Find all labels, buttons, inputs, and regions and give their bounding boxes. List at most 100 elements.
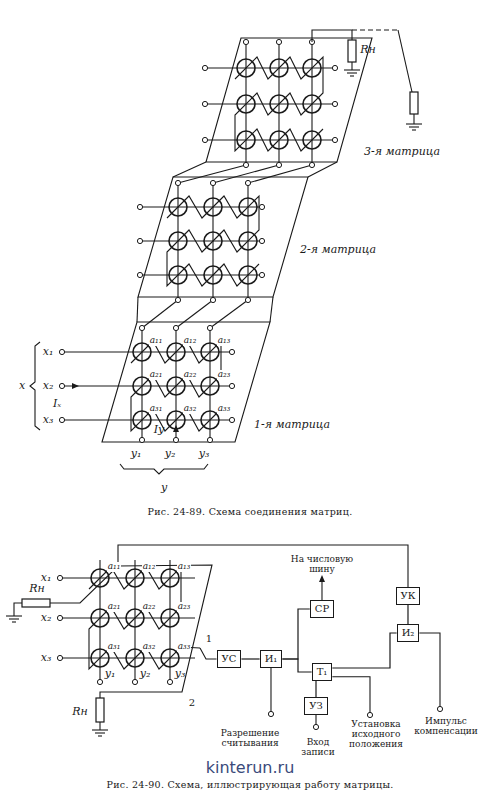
terminal bbox=[57, 655, 62, 660]
core-label: a₃₃ bbox=[177, 642, 192, 652]
ferrite-core bbox=[204, 198, 222, 216]
ground-symbol bbox=[92, 729, 108, 730]
wire bbox=[312, 30, 352, 42]
signal-name: x₃ bbox=[41, 652, 52, 664]
core-label: a₁₃ bbox=[177, 562, 192, 572]
signal-name: x₃ bbox=[43, 414, 54, 426]
column-wire bbox=[209, 328, 210, 440]
current-label: Iy bbox=[154, 424, 165, 436]
ground-symbol bbox=[347, 72, 357, 73]
row-wire bbox=[62, 351, 232, 352]
ferrite-core bbox=[169, 232, 187, 250]
interconnect-wire bbox=[308, 162, 337, 177]
sense-winding bbox=[235, 57, 323, 151]
resistor-symbol bbox=[22, 599, 50, 607]
ferrite-core bbox=[237, 131, 255, 149]
terminal bbox=[167, 679, 172, 684]
logic-block: Т₁ bbox=[312, 663, 333, 681]
core-label: a₁₃ bbox=[217, 336, 232, 346]
signal-name: y₂ bbox=[140, 668, 151, 680]
figure-caption: Рис. 24-90. Схема, иллюстрирующая работу… bbox=[106, 780, 393, 790]
signal-name: x₁ bbox=[43, 346, 54, 358]
terminal bbox=[210, 297, 215, 302]
ferrite-core bbox=[303, 131, 321, 149]
terminal bbox=[268, 711, 273, 716]
terminal bbox=[202, 65, 207, 70]
core-label: a₂₃ bbox=[217, 370, 232, 380]
terminal bbox=[137, 204, 142, 209]
core-label: a₁₂ bbox=[183, 336, 198, 346]
terminal bbox=[313, 724, 318, 729]
signal-name: y₂ bbox=[165, 448, 176, 460]
ferrite-core bbox=[270, 95, 288, 113]
terminal bbox=[332, 101, 337, 106]
terminal bbox=[245, 180, 250, 185]
ferrite-core bbox=[204, 266, 222, 284]
terminal bbox=[210, 180, 215, 185]
terminal bbox=[229, 417, 234, 422]
terminal bbox=[309, 162, 314, 167]
interconnect-wire bbox=[270, 297, 273, 322]
ground-symbol bbox=[406, 123, 422, 124]
wire bbox=[351, 62, 352, 70]
sense-winding bbox=[167, 196, 259, 286]
ferrite-core bbox=[270, 131, 288, 149]
core-label: a₃₃ bbox=[217, 404, 232, 414]
terminal bbox=[332, 137, 337, 142]
callout-number: 2 bbox=[188, 697, 196, 708]
ground-symbol bbox=[98, 735, 102, 736]
interconnect-wire bbox=[142, 300, 178, 328]
winding bbox=[50, 565, 212, 698]
core-matrix bbox=[202, 38, 372, 168]
bracket bbox=[120, 464, 208, 474]
ferrite-core bbox=[239, 198, 257, 216]
wire bbox=[413, 114, 414, 124]
terminal bbox=[276, 162, 281, 167]
terminal bbox=[437, 706, 442, 711]
arrow-head bbox=[72, 383, 79, 389]
resistor-label: Rн bbox=[72, 706, 88, 718]
control-input bbox=[332, 677, 370, 713]
watermark: kinterun.ru bbox=[206, 759, 295, 777]
terminal bbox=[207, 437, 212, 442]
row-wire bbox=[60, 577, 195, 578]
row-wire bbox=[140, 274, 262, 275]
terminal bbox=[57, 615, 62, 620]
logic-block: СР bbox=[310, 600, 334, 618]
terminal bbox=[259, 204, 264, 209]
terminal bbox=[173, 325, 178, 330]
sense-winding bbox=[89, 567, 200, 669]
terminal bbox=[137, 272, 142, 277]
resistor-label: Rн bbox=[29, 583, 45, 595]
control-input bbox=[419, 633, 440, 707]
terminal bbox=[202, 137, 207, 142]
core-label: a₃₂ bbox=[183, 404, 198, 414]
core-label: a₂₁ bbox=[107, 602, 122, 612]
ferrite-core bbox=[239, 232, 257, 250]
current-label: Iₓ bbox=[53, 398, 61, 410]
terminal bbox=[132, 679, 137, 684]
logic-block: УК bbox=[396, 587, 421, 605]
block-label: Т₁ bbox=[317, 666, 328, 677]
interconnect-wire bbox=[210, 300, 248, 328]
ferrite-core bbox=[303, 59, 321, 77]
ground-symbol bbox=[9, 618, 19, 619]
core-label: a₃₁ bbox=[107, 642, 122, 652]
core-label: a₁₂ bbox=[142, 562, 157, 572]
inhibit-winding bbox=[206, 38, 372, 162]
block-label: И₁ bbox=[265, 653, 278, 664]
signal-name: y₁ bbox=[105, 668, 116, 680]
signal-name: x₂ bbox=[43, 380, 54, 392]
interconnect-wire bbox=[137, 297, 138, 322]
terminal bbox=[332, 65, 337, 70]
inhibit-winding bbox=[102, 322, 270, 442]
control-input bbox=[270, 668, 271, 712]
ground-symbol bbox=[350, 75, 354, 76]
core-label: a₂₁ bbox=[149, 370, 164, 380]
row-wire bbox=[62, 385, 232, 386]
inhibit-winding bbox=[138, 177, 308, 297]
sense-output bbox=[200, 648, 217, 659]
terminal bbox=[139, 437, 144, 442]
